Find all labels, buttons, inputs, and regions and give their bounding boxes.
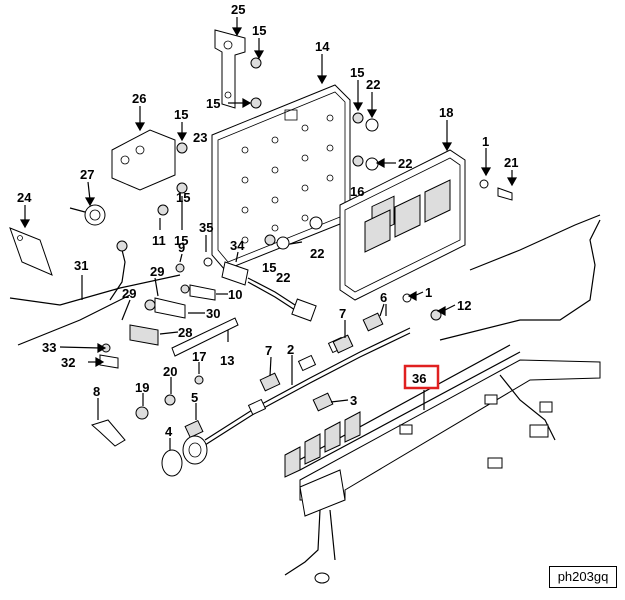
bracket-part-26[interactable] [111, 129, 176, 191]
callout-36: 36 [412, 371, 426, 386]
sensor-part-27[interactable] [69, 204, 106, 226]
callout-23: 23 [193, 130, 207, 145]
callout-labels: 25 15 14 15 22 15 26 15 23 18 1 21 22 16… [17, 2, 518, 439]
wire-part-31[interactable] [9, 240, 181, 346]
highlight-box [403, 364, 440, 390]
callout-1-top: 1 [482, 134, 489, 149]
callout-16: 16 [350, 184, 364, 199]
callout-15-bottom: 15 [174, 233, 188, 248]
callout-15-lower: 15 [176, 190, 190, 205]
callout-29-upper: 29 [150, 264, 164, 279]
callout-7-lower: 7 [265, 343, 272, 358]
sensor-part-10[interactable] [180, 284, 216, 301]
strip-part-13[interactable] [171, 317, 239, 357]
callout-18: 18 [439, 105, 453, 120]
callout-28: 28 [178, 325, 192, 340]
callout-26: 26 [132, 91, 146, 106]
sensor-part-30[interactable] [144, 297, 186, 319]
callout-22-right: 22 [310, 246, 324, 261]
bracket-part-25[interactable] [214, 29, 246, 109]
callout-15-bracket: 15 [174, 107, 188, 122]
callout-4: 4 [165, 424, 173, 439]
callout-1-bottom: 1 [425, 285, 432, 300]
callout-6: 6 [380, 290, 387, 305]
callout-31: 31 [74, 258, 88, 273]
callout-2: 2 [287, 342, 294, 357]
callout-8: 8 [93, 384, 100, 399]
callout-7-upper: 7 [339, 306, 346, 321]
callout-24: 24 [17, 190, 32, 205]
fastener-part-20[interactable] [164, 394, 176, 406]
tag-part-24[interactable] [9, 227, 53, 276]
callout-12: 12 [457, 298, 471, 313]
connector-part-6[interactable] [362, 312, 384, 332]
sensor-part-28[interactable] [129, 324, 159, 346]
callout-35: 35 [199, 220, 213, 235]
callout-22-top: 22 [366, 77, 380, 92]
fastener-part-17[interactable] [194, 375, 204, 385]
callout-22-mid: 22 [398, 156, 412, 171]
nut-part-22[interactable] [276, 118, 379, 250]
washer-part-1a[interactable] [479, 179, 489, 189]
callout-14: 14 [315, 39, 330, 54]
bolt-part-11[interactable] [157, 204, 169, 216]
bolt-part-12[interactable] [430, 309, 442, 321]
grommet-part-4[interactable] [161, 435, 208, 477]
callout-27: 27 [80, 167, 94, 182]
connector-part-5[interactable] [184, 419, 204, 439]
nut-part-15[interactable] [176, 57, 364, 246]
connector-part-7b[interactable] [259, 372, 281, 392]
clip-part-8[interactable] [90, 419, 126, 447]
callout-3: 3 [350, 393, 357, 408]
callout-22-plate: 22 [276, 270, 290, 285]
connector-part-3[interactable] [312, 392, 334, 412]
connector-part-7a[interactable] [332, 334, 354, 354]
bolt-part-21[interactable] [497, 187, 513, 201]
callout-36-highlight[interactable]: 36 [403, 364, 440, 390]
callout-15-top: 15 [252, 23, 266, 38]
fastener-part-19[interactable] [135, 406, 149, 420]
leader-lines [19, 17, 518, 450]
fitting-part-35[interactable] [203, 257, 213, 267]
fitting-part-9[interactable] [175, 263, 185, 273]
callout-11: 11 [152, 233, 166, 248]
callout-20: 20 [163, 364, 177, 379]
callout-33: 33 [42, 340, 56, 355]
harness-assembly-part-36[interactable] [284, 214, 601, 584]
connector-part-34[interactable] [221, 261, 317, 322]
callout-34: 34 [230, 238, 245, 253]
callout-5: 5 [191, 390, 198, 405]
callout-25: 25 [231, 2, 245, 17]
callout-30: 30 [206, 306, 220, 321]
control-module-part-18[interactable] [339, 149, 466, 301]
callout-13: 13 [220, 353, 234, 368]
callout-10: 10 [228, 287, 242, 302]
callout-15-plate: 15 [262, 260, 276, 275]
callout-21: 21 [504, 155, 518, 170]
callout-19: 19 [135, 380, 149, 395]
reference-code-label: ph203gq [549, 566, 617, 588]
callout-17: 17 [192, 349, 206, 364]
callout-9: 9 [178, 240, 185, 255]
callout-15-right: 15 [350, 65, 364, 80]
callout-15-left: 15 [206, 96, 220, 111]
callout-29-lower: 29 [122, 286, 136, 301]
callout-32: 32 [61, 355, 75, 370]
